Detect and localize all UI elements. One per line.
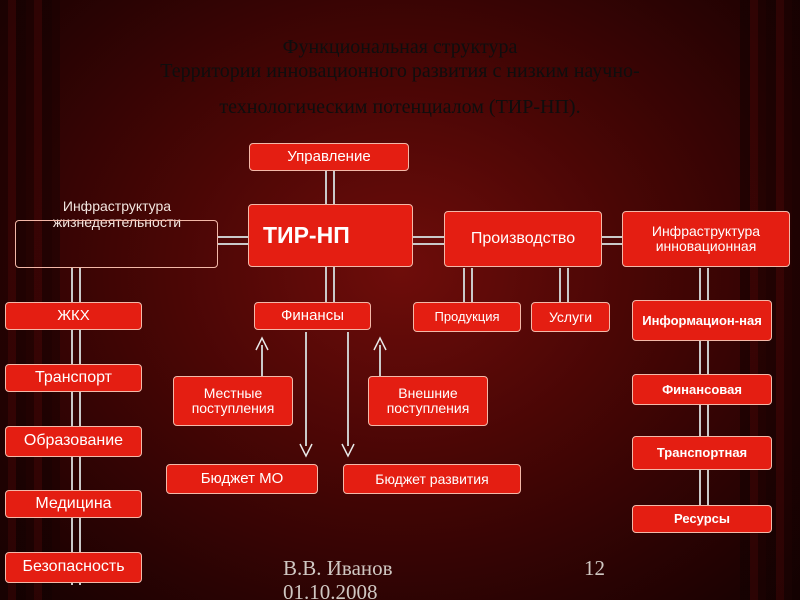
title-line-1: Функциональная структура: [282, 36, 518, 58]
budget-mo-box: Бюджет МО: [166, 464, 318, 494]
left-item-housing: ЖКХ: [5, 302, 142, 330]
left-item-transport: Транспорт: [5, 364, 142, 392]
left-item-security: Безопасность: [5, 552, 142, 583]
external-income-box: Внешние поступления: [368, 376, 488, 426]
services-box: Услуги: [531, 302, 610, 332]
local-income-box: Местные поступления: [173, 376, 293, 426]
products-box: Продукция: [413, 302, 521, 332]
right-infra-box: Инфраструктура инновационная: [622, 211, 790, 267]
right-item-information: Информацион-ная: [632, 300, 772, 341]
title-line-3: технологическим потенциалом (ТИР-НП).: [219, 96, 581, 118]
left-item-education: Образование: [5, 426, 142, 457]
right-item-transport: Транспортная: [632, 436, 772, 470]
right-item-resources: Ресурсы: [632, 505, 772, 533]
footer-author: В.В. Иванов: [283, 556, 393, 580]
left-item-medicine: Медицина: [5, 490, 142, 518]
finance-box: Финансы: [254, 302, 371, 330]
footer-page-number: 12: [584, 556, 605, 580]
footer-date: 01.10.2008: [283, 580, 378, 600]
management-box: Управление: [249, 143, 409, 171]
dev-budget-box: Бюджет развития: [343, 464, 521, 494]
left-infra-label: Инфраструктура жизнедеятельности: [52, 198, 182, 231]
production-box: Производство: [444, 211, 602, 267]
right-item-finance: Финансовая: [632, 374, 772, 405]
title-line-2: Территории инновационного развития с низ…: [160, 60, 640, 82]
left-infra-box: [15, 220, 218, 268]
tir-np-box: ТИР-НП: [248, 204, 413, 267]
